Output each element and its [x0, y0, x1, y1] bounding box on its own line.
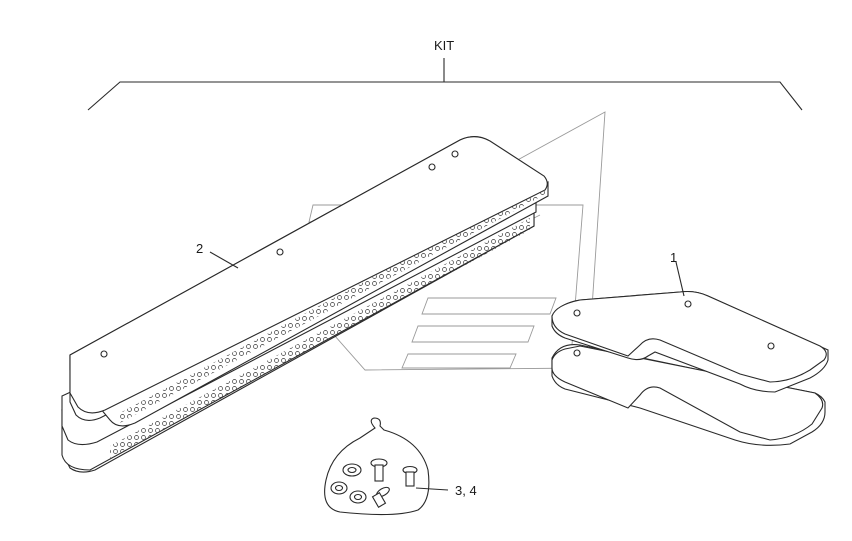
plate-upper: [551, 290, 829, 393]
callout-part-2: 2: [196, 241, 203, 256]
kit-label: KIT: [434, 38, 454, 53]
kit-bracket: [87, 58, 803, 111]
leader-lines: [209, 251, 685, 491]
callout-part-1: 1: [670, 250, 677, 265]
hardware-bag: [324, 417, 430, 516]
rubber-pad-upper: [69, 135, 549, 427]
callout-part-3-4: 3, 4: [455, 483, 477, 498]
plate-lower: [551, 343, 826, 446]
